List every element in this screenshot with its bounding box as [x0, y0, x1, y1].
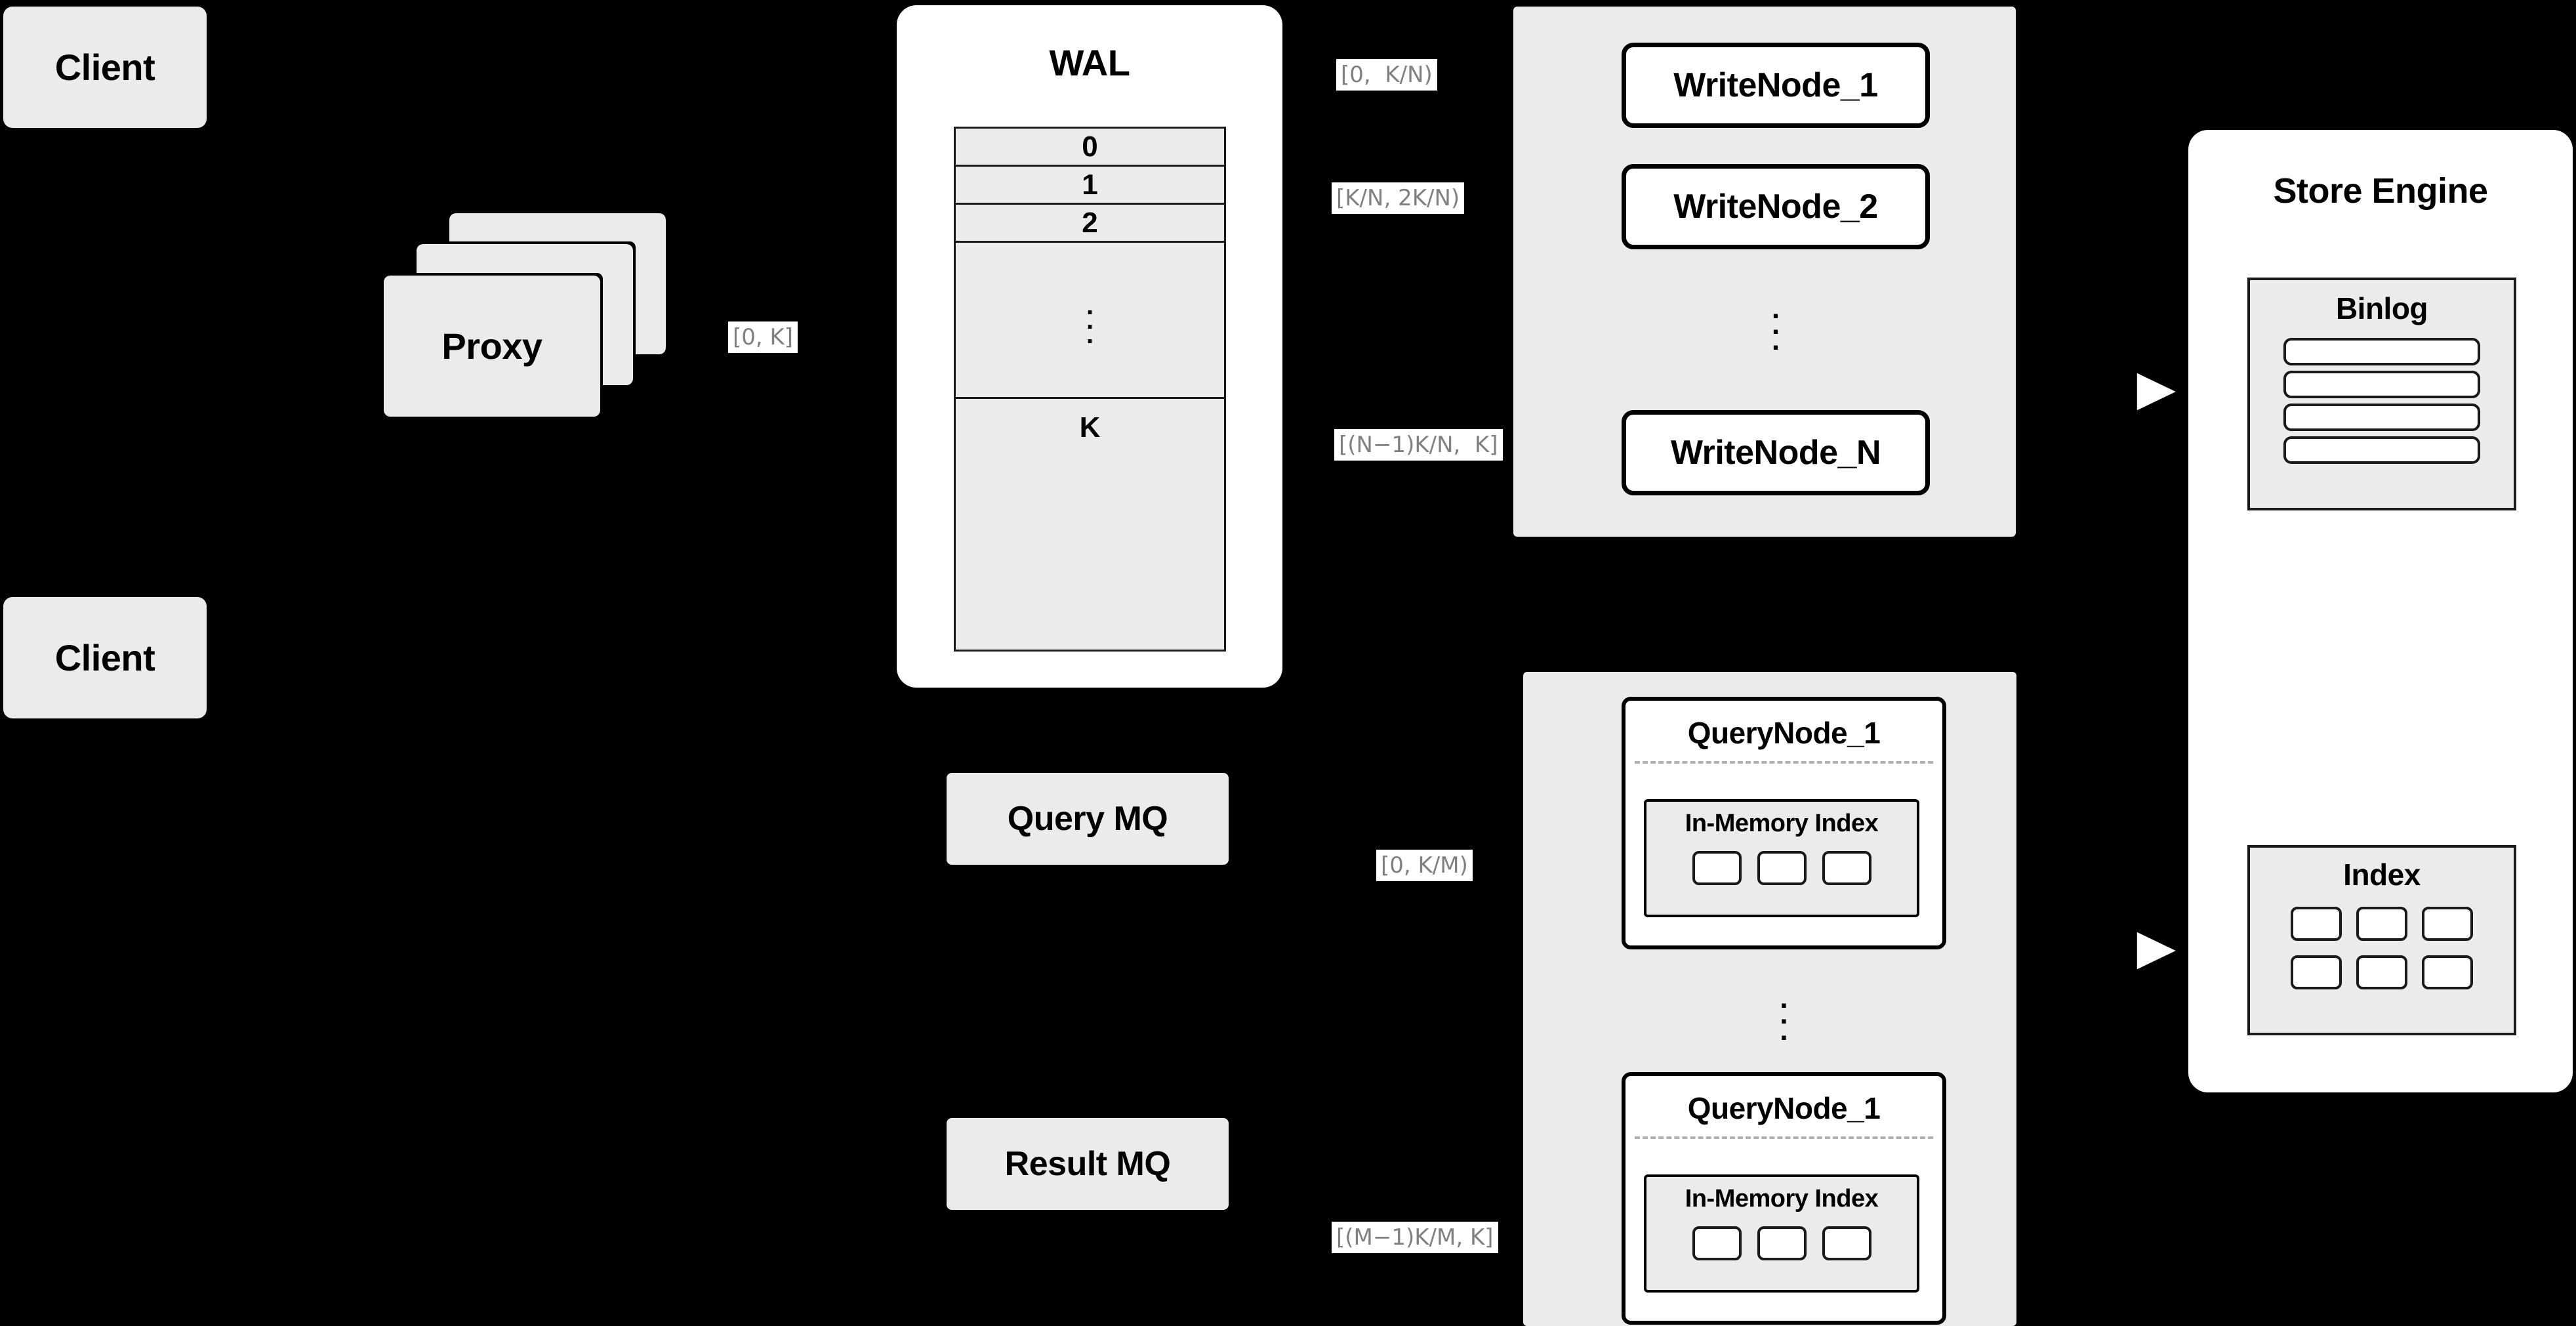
wal-row-0[interactable]: 0 [956, 129, 1224, 167]
write-node-ellipsis-dots: ... [1771, 292, 1780, 357]
wal-row-1[interactable]: 1 [956, 167, 1224, 205]
edge-label-writenode-n: [(N−1)K/N, K] [1334, 429, 1503, 461]
result-mq-node[interactable]: Result MQ [947, 1118, 1229, 1210]
query-node-1-divider [1635, 761, 1933, 764]
query-node-1-index-chip-2[interactable] [1757, 851, 1807, 885]
index-title: Index [2343, 858, 2421, 892]
store-engine-title: Store Engine [2273, 171, 2488, 211]
query-node-1-index-title: In-Memory Index [1685, 810, 1879, 837]
wal-row-2[interactable]: 2 [956, 205, 1224, 243]
edge-label-querynode-m: [(M−1)K/M, K] [1332, 1222, 1498, 1253]
index-chip-1[interactable] [2291, 907, 2342, 941]
query-node-group: QueryNode_1 In-Memory Index ... QueryNod… [1523, 672, 2016, 1326]
binlog-row-3[interactable] [2283, 404, 2480, 431]
query-node-m-title: QueryNode_1 [1687, 1091, 1881, 1125]
query-node-m-index-chip-1[interactable] [1692, 1226, 1742, 1260]
query-mq-label: Query MQ [1007, 800, 1168, 838]
query-node-m-index-chip-3[interactable] [1822, 1226, 1871, 1260]
wal-container: WAL 0 1 2 ... K [897, 5, 1282, 688]
proxy-label: Proxy [441, 325, 542, 367]
index-chip-3[interactable] [2422, 907, 2473, 941]
query-node-1-index-chip-1[interactable] [1692, 851, 1742, 885]
write-node-2[interactable]: WriteNode_2 [1622, 164, 1930, 249]
client-node-2-label: Client [54, 637, 155, 678]
query-node-1[interactable]: QueryNode_1 In-Memory Index [1622, 697, 1946, 949]
wal-row-ellipsis: ... [956, 243, 1224, 399]
query-mq-node[interactable]: Query MQ [947, 773, 1229, 865]
query-node-m-index-title: In-Memory Index [1685, 1185, 1879, 1212]
binlog-row-4[interactable] [2283, 436, 2480, 464]
query-node-m-in-memory-index: In-Memory Index [1644, 1174, 1919, 1293]
wal-ellipsis-dots: ... [1086, 291, 1094, 349]
query-node-ellipsis-dots: ... [1780, 982, 1788, 1046]
write-node-n-label: WriteNode_N [1670, 434, 1881, 472]
store-engine-container: Store Engine Binlog Index [2188, 130, 2573, 1092]
client-node-1[interactable]: Client [3, 7, 207, 128]
index-chip-6[interactable] [2422, 955, 2473, 989]
query-node-m-divider [1635, 1136, 1933, 1139]
wal-row-0-label: 0 [1082, 130, 1098, 163]
wal-table: 0 1 2 ... K [954, 127, 1226, 652]
query-node-1-index-chip-3[interactable] [1822, 851, 1871, 885]
wal-row-1-label: 1 [1082, 168, 1098, 201]
binlog-box: Binlog [2247, 278, 2516, 510]
write-node-n[interactable]: WriteNode_N [1622, 410, 1930, 495]
query-node-1-in-memory-index: In-Memory Index [1644, 799, 1919, 917]
binlog-title: Binlog [2335, 291, 2428, 325]
client-node-2[interactable]: Client [3, 597, 207, 718]
edge-label-client-to-proxy: [0, K] [728, 321, 798, 353]
write-node-2-label: WriteNode_2 [1673, 188, 1878, 226]
query-node-1-title: QueryNode_1 [1687, 716, 1881, 750]
edge-label-querynode-1: [0, K/M) [1376, 850, 1473, 881]
result-mq-label: Result MQ [1004, 1145, 1171, 1183]
client-node-1-label: Client [54, 47, 155, 88]
index-chip-5[interactable] [2356, 955, 2407, 989]
query-node-m[interactable]: QueryNode_1 In-Memory Index [1622, 1072, 1946, 1325]
index-chip-4[interactable] [2291, 955, 2342, 989]
write-node-group: WriteNode_1 WriteNode_2 ... WriteNode_N [1513, 7, 2016, 537]
query-node-m-index-chip-2[interactable] [1757, 1226, 1807, 1260]
index-chip-2[interactable] [2356, 907, 2407, 941]
binlog-row-1[interactable] [2283, 338, 2480, 365]
wal-row-k-label: K [1079, 411, 1101, 444]
wal-row-2-label: 2 [1082, 206, 1098, 239]
edge-label-writenode-2: [K/N, 2K/N) [1332, 182, 1465, 214]
edge-label-writenode-1: [0, K/N) [1336, 59, 1437, 91]
index-box: Index [2247, 845, 2516, 1035]
write-node-1[interactable]: WriteNode_1 [1622, 43, 1930, 128]
proxy-card-front[interactable]: Proxy [384, 276, 600, 417]
proxy-stack[interactable]: Proxy [380, 213, 666, 423]
wal-row-k[interactable]: K [956, 399, 1224, 457]
write-node-1-label: WriteNode_1 [1673, 66, 1878, 104]
wal-title: WAL [1049, 42, 1130, 83]
binlog-row-2[interactable] [2283, 371, 2480, 398]
